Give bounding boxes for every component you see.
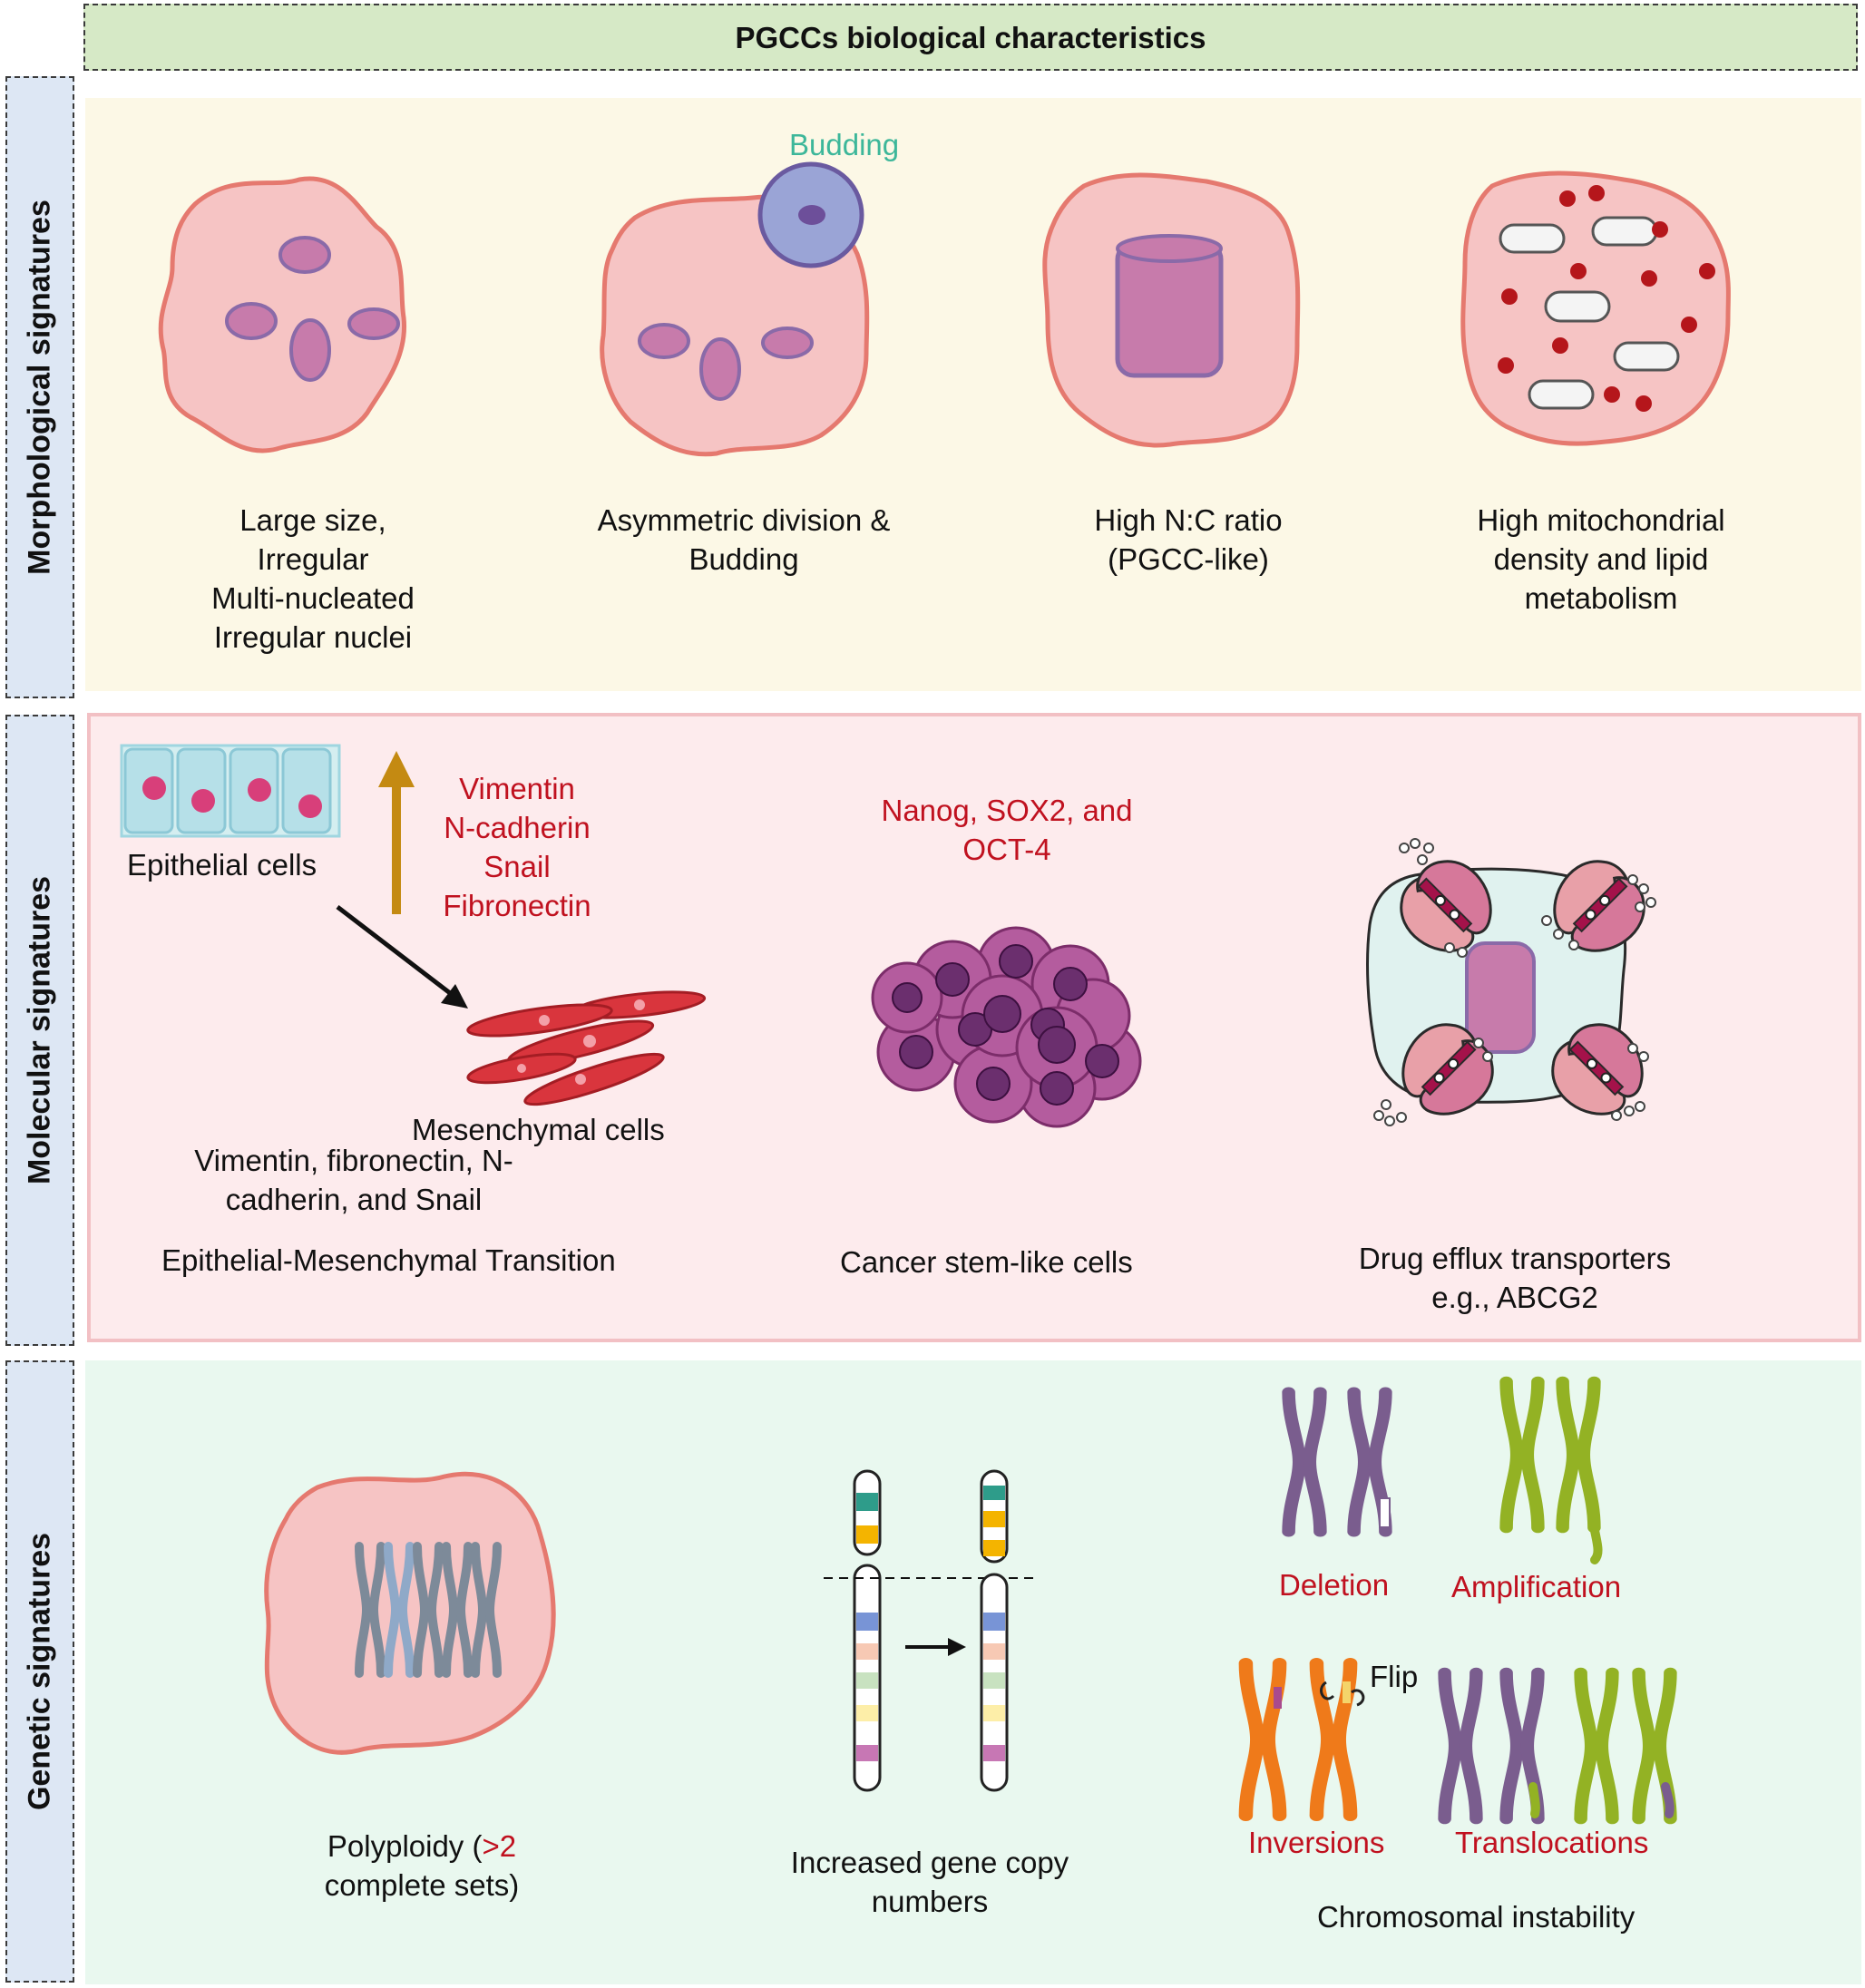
inversion-chromosomes-icon <box>1245 1663 1365 1816</box>
chromosomal-instability-label: Chromosomal instability <box>1317 1900 1636 1934</box>
flip-label: Flip <box>1370 1660 1419 1693</box>
side-label-morphological: Morphological signatures <box>5 76 74 698</box>
emt-arrow <box>336 905 455 998</box>
translocations-label: Translocations <box>1455 1826 1649 1859</box>
budding-label: Budding <box>789 128 900 161</box>
inversions-label: Inversions <box>1248 1826 1385 1859</box>
side-label-genetic: Genetic signatures <box>5 1360 74 1983</box>
efflux-transporters-title: Drug efflux transporters e.g., ABCG2 <box>1358 1242 1672 1314</box>
deletion-label: Deletion <box>1279 1568 1390 1602</box>
morph-item-2-caption: Asymmetric division & Budding <box>597 503 891 576</box>
gene-copy-caption: Increased gene copy numbers <box>790 1846 1069 1918</box>
stem-markers-label: Nanog, SOX2, and OCT-4 <box>881 794 1133 866</box>
chromosome-amplified <box>980 1469 1009 1792</box>
polyploid-cell-icon <box>264 1471 556 1755</box>
morph-item-4-caption: High mitochondrial density and lipid met… <box>1477 503 1725 615</box>
efflux-transporter-cell-icon <box>1366 838 1661 1133</box>
mesenchymal-cells-icon <box>466 990 707 1106</box>
translocation-chromosomes-icon <box>1445 1673 1671 1819</box>
gene-copy-chromosomes-icon <box>824 1469 1040 1792</box>
emt-description: Vimentin, fibronectin, N- cadherin, and … <box>194 1144 513 1216</box>
budding-cell-icon <box>600 161 870 457</box>
emt-markers-list: Vimentin N-cadherin Snail Fibronectin <box>443 772 591 922</box>
deletion-chromosomes-icon <box>1289 1392 1390 1532</box>
polyploidy-caption: Polyploidy (>2 complete sets) <box>324 1829 520 1902</box>
side-label-molecular: Molecular signatures <box>5 715 74 1346</box>
chromosome-original <box>853 1469 882 1792</box>
amplification-chromosomes-icon <box>1507 1382 1603 1564</box>
epithelial-cells-label: Epithelial cells <box>127 848 317 882</box>
morph-item-1-caption: Large size, Irregular Multi-nucleated Ir… <box>211 503 415 654</box>
high-nc-ratio-cell-icon <box>1042 172 1301 448</box>
stem-cells-title: Cancer stem-like cells <box>840 1245 1133 1279</box>
stem-cell-cluster-icon <box>871 926 1142 1128</box>
morph-item-3-caption: High N:C ratio (PGCC-like) <box>1094 503 1283 576</box>
mesenchymal-cells-label: Mesenchymal cells <box>412 1113 665 1146</box>
large-cell-icon <box>158 176 407 453</box>
epithelial-cells-icon <box>120 744 341 838</box>
amplification-label: Amplification <box>1451 1570 1622 1603</box>
emt-title: Epithelial-Mesenchymal Transition <box>161 1243 616 1277</box>
header-banner: PGCCs biological characteristics <box>83 4 1858 71</box>
mitochondria-cell-icon <box>1460 171 1731 446</box>
page-title: PGCCs biological characteristics <box>735 21 1206 54</box>
